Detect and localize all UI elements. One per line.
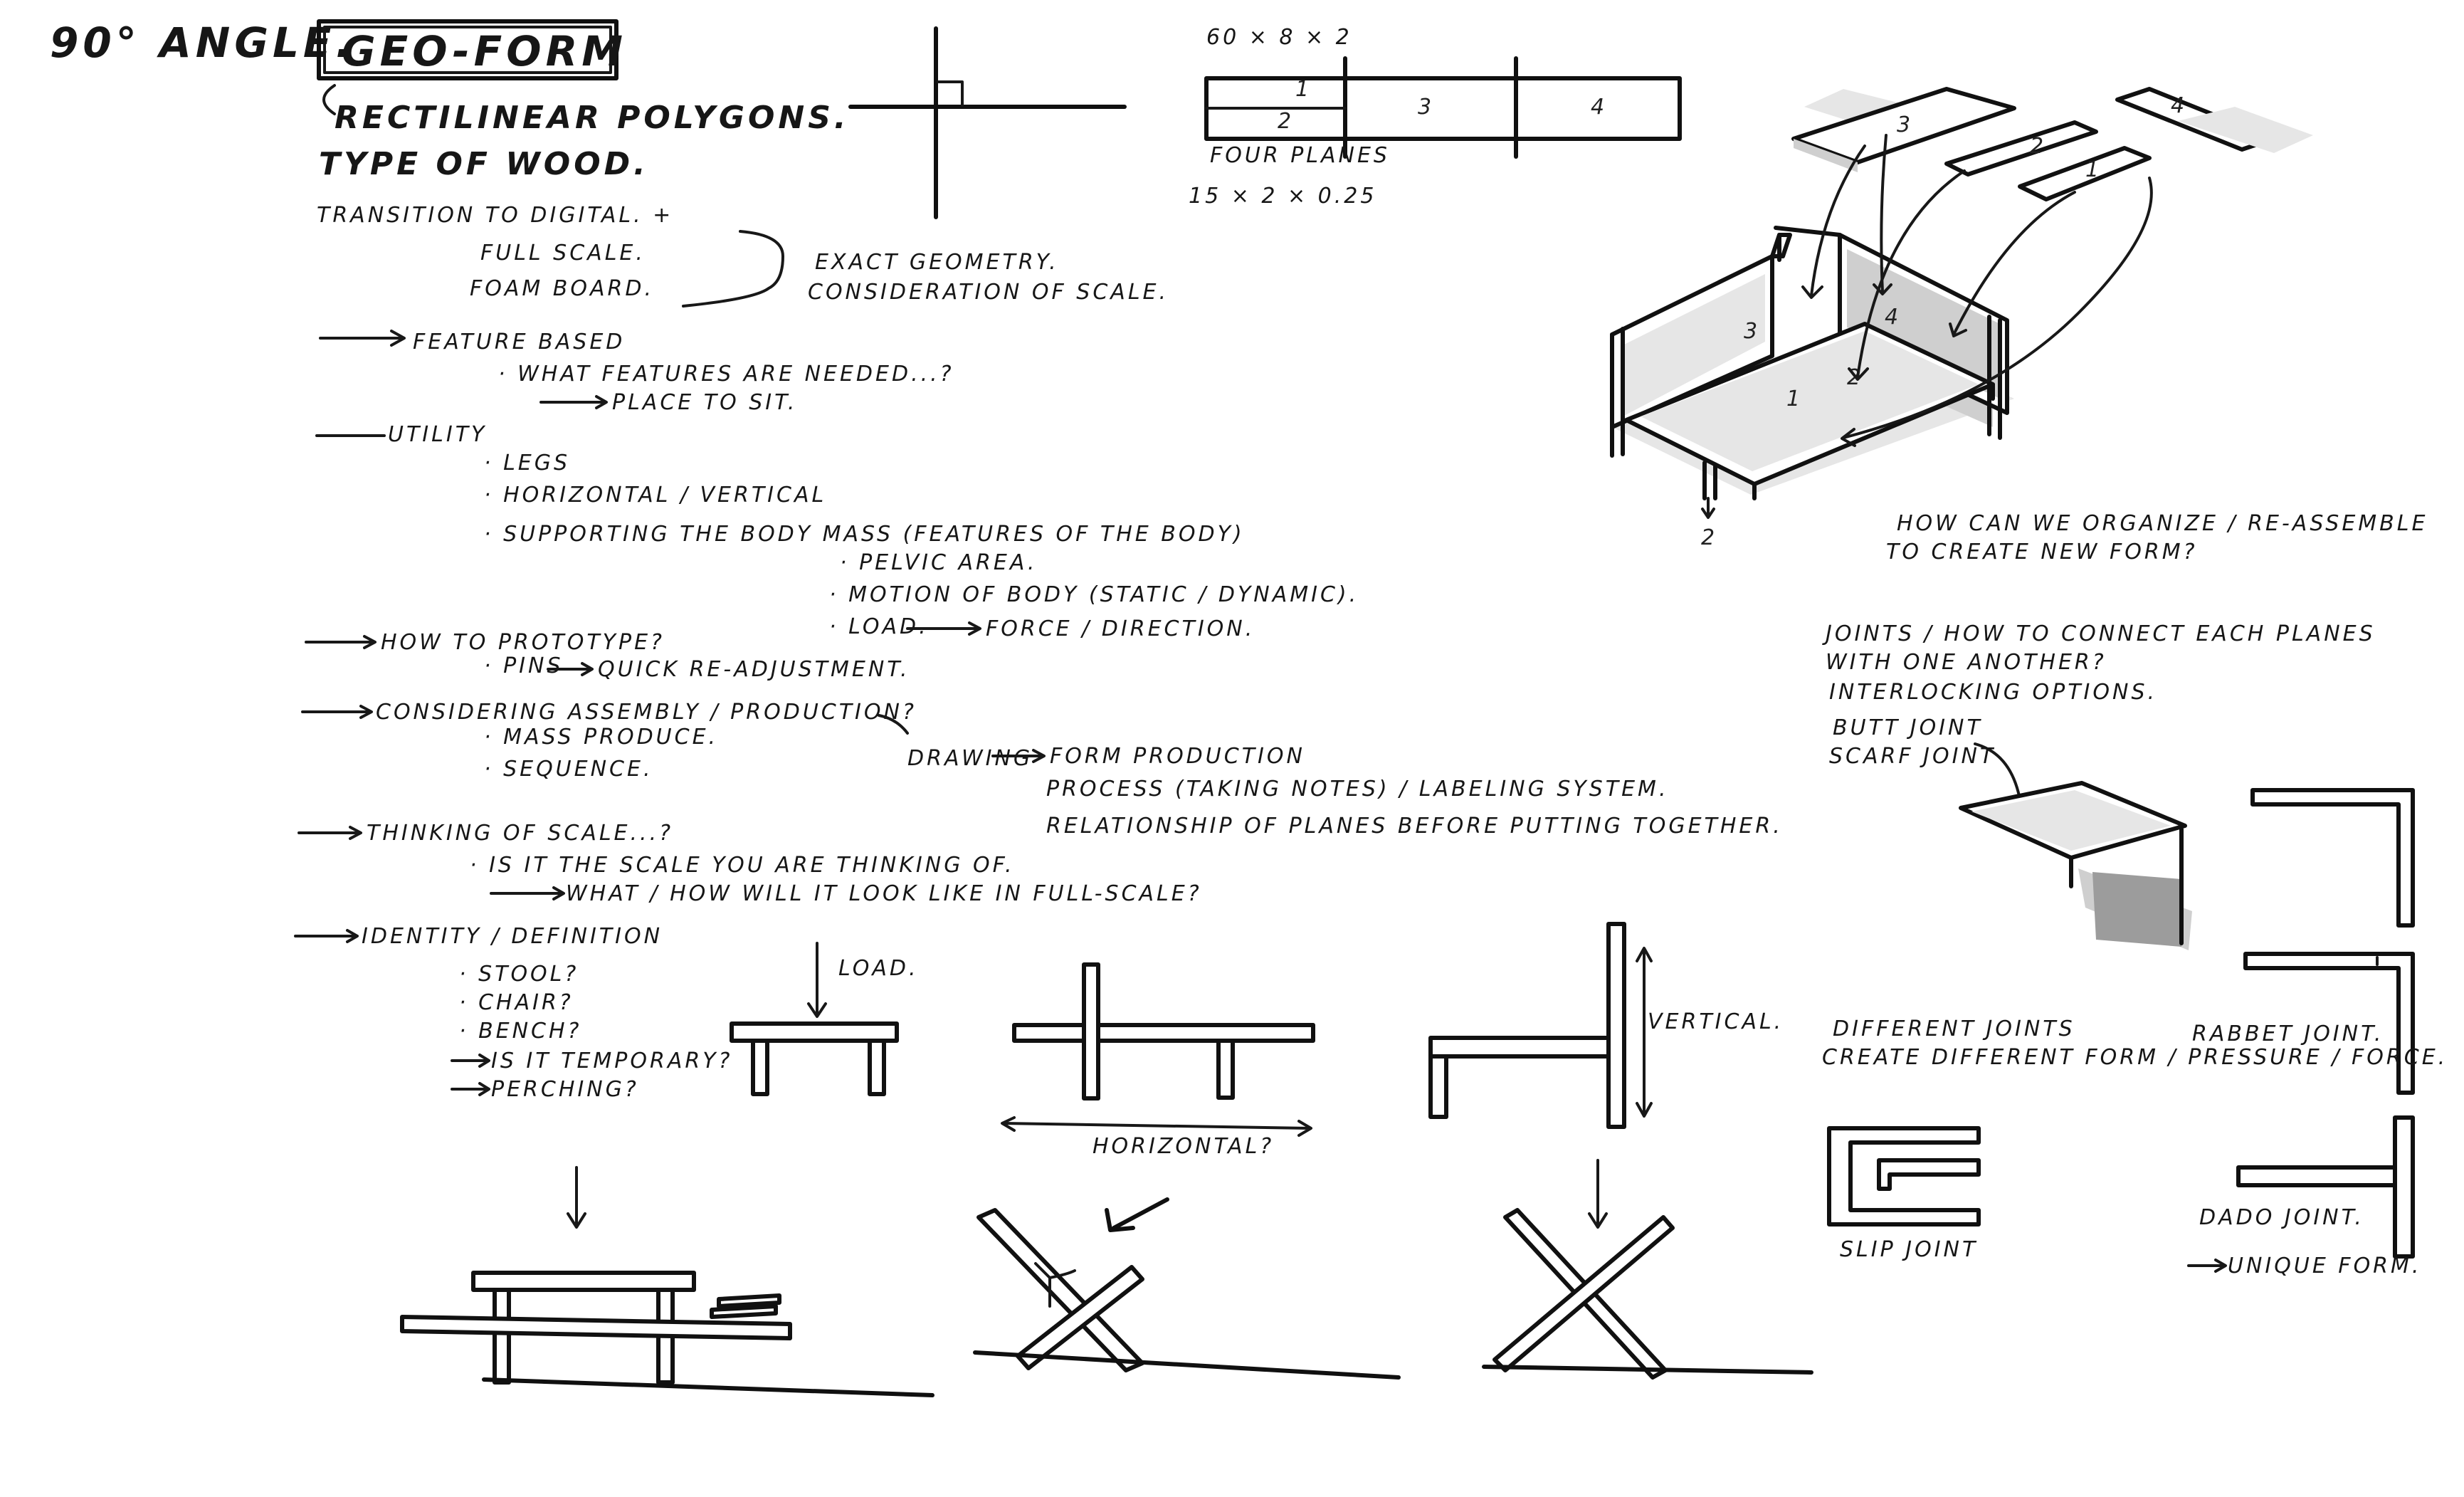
note-is-it-scale: · IS IT THE SCALE YOU ARE THINKING OF. bbox=[470, 853, 1015, 878]
note-stool: · STOOL? bbox=[459, 962, 579, 987]
subtitle: RECTILINEAR POLYGONS. bbox=[335, 100, 850, 136]
note-feature-based: FEATURE BASED bbox=[413, 330, 625, 354]
joints-unique: UNIQUE FORM. bbox=[2228, 1254, 2421, 1278]
curly-brace bbox=[683, 231, 783, 306]
note-mass-produce: · MASS PRODUCE. bbox=[484, 725, 718, 750]
iso-assembled-label-3: 3 bbox=[1744, 319, 1757, 344]
header: 90° ANGLE. GEO-FORM RECTILINEAR POLYGONS… bbox=[50, 19, 850, 182]
note-perching: PERCHING? bbox=[491, 1077, 639, 1102]
note-place-to-sit: PLACE TO SIT. bbox=[612, 390, 797, 415]
note-exact-geometry: EXACT GEOMETRY. bbox=[815, 250, 1059, 275]
plank-four-planes: FOUR PLANES bbox=[1210, 143, 1390, 168]
plank-dims-bottom: 15 × 2 × 0.25 bbox=[1189, 184, 1376, 209]
note-consideration: CONSIDERATION OF SCALE. bbox=[808, 280, 1169, 305]
note-relationship: RELATIONSHIP OF PLANES BEFORE PUTTING TO… bbox=[1046, 814, 1783, 839]
note-process: PROCESS (TAKING NOTES) / LABELING SYSTEM… bbox=[1046, 777, 1668, 802]
note-foam-board: FOAM BOARD. bbox=[470, 276, 654, 301]
iso-question-1: HOW CAN WE ORGANIZE / RE-ASSEMBLE bbox=[1897, 511, 2428, 536]
note-supporting: · SUPPORTING THE BODY MASS (FEATURES OF … bbox=[484, 522, 1245, 547]
iso-leg-label: 2 bbox=[1701, 525, 1715, 550]
plank-label-3: 3 bbox=[1418, 95, 1431, 120]
note-transition: TRANSITION TO DIGITAL. + bbox=[317, 203, 673, 228]
iso-plane-label-3: 3 bbox=[1897, 112, 1910, 137]
isometric-bench: 3 2 1 4 3 4 1 2 2 bbox=[1612, 89, 2428, 564]
elev-vertical: VERTICAL. bbox=[1648, 1009, 1784, 1034]
elev-load: LOAD. bbox=[838, 956, 919, 981]
joints-rabbet: RABBET JOINT. bbox=[2192, 1021, 2384, 1046]
plank-diagram: 60 × 8 × 2 1 2 3 4 FOUR PLANES 15 × 2 × … bbox=[1189, 25, 1680, 209]
note-what-features: · WHAT FEATURES ARE NEEDED...? bbox=[498, 362, 954, 387]
note-legs: · LEGS bbox=[484, 451, 570, 476]
right-angle-diagram bbox=[851, 28, 1125, 217]
note-horiz-vert: · HORIZONTAL / VERTICAL bbox=[484, 483, 826, 508]
iso-assembled-label-1: 1 bbox=[1786, 387, 1800, 411]
joints-different-2: CREATE DIFFERENT FORM / PRESSURE / FORCE… bbox=[1822, 1045, 2448, 1070]
note-motion: · MOTION OF BODY (STATIC / DYNAMIC). bbox=[829, 582, 1359, 607]
note-quick-adjust: QUICK RE-ADJUSTMENT. bbox=[598, 657, 910, 682]
joints-line-2: WITH ONE ANOTHER? bbox=[1826, 650, 2107, 675]
note-considering-assembly: CONSIDERING ASSEMBLY / PRODUCTION? bbox=[376, 700, 917, 725]
plank-label-2: 2 bbox=[1278, 109, 1291, 134]
bracket-mark bbox=[324, 85, 335, 114]
joints-line-1: JOINTS / HOW TO CONNECT EACH PLANES bbox=[1822, 621, 2376, 646]
note-temporary: IS IT TEMPORARY? bbox=[491, 1049, 732, 1073]
plank-label-4: 4 bbox=[1591, 95, 1604, 120]
elevation-sketches: LOAD. HORIZONTAL? VERTICAL. bbox=[402, 924, 1811, 1395]
note-what-how: WHAT / HOW WILL IT LOOK LIKE IN FULL-SCA… bbox=[566, 881, 1202, 906]
joints-dado: DADO JOINT. bbox=[2199, 1205, 2364, 1230]
note-how-prototype: HOW TO PROTOTYPE? bbox=[381, 630, 665, 655]
joints-interlocking: INTERLOCKING OPTIONS. bbox=[1829, 680, 2157, 705]
joints-section: JOINTS / HOW TO CONNECT EACH PLANES WITH… bbox=[1822, 621, 2448, 1278]
note-pelvic: · PELVIC AREA. bbox=[840, 550, 1037, 575]
iso-question-2: TO CREATE NEW FORM? bbox=[1886, 540, 2198, 564]
iso-plane-label-1: 1 bbox=[2085, 157, 2099, 182]
note-bench: · BENCH? bbox=[459, 1019, 581, 1044]
joints-slip: SLIP JOINT bbox=[1840, 1237, 1978, 1262]
plank-dims-top: 60 × 8 × 2 bbox=[1206, 25, 1352, 50]
note-pins: · PINS bbox=[484, 653, 564, 678]
geo-form-title: GEO-FORM bbox=[342, 27, 627, 75]
note-force: FORCE / DIRECTION. bbox=[986, 616, 1255, 641]
joints-different-1: DIFFERENT JOINTS bbox=[1833, 1017, 2075, 1041]
plank-label-1: 1 bbox=[1295, 77, 1309, 102]
joints-butt: BUTT JOINT bbox=[1833, 715, 1983, 740]
note-utility: UTILITY bbox=[388, 422, 487, 447]
angle-title: 90° ANGLE. bbox=[50, 19, 356, 67]
elev-horizontal: HORIZONTAL? bbox=[1093, 1134, 1274, 1159]
iso-plane-label-4: 4 bbox=[2171, 93, 2184, 118]
note-identity: IDENTITY / DEFINITION bbox=[362, 924, 663, 949]
note-chair: · CHAIR? bbox=[459, 990, 574, 1015]
note-drawing: DRAWING bbox=[907, 746, 1033, 771]
wood-type: TYPE OF WOOD. bbox=[319, 146, 649, 182]
note-thinking-scale: THINKING OF SCALE...? bbox=[367, 821, 673, 846]
note-full-scale: FULL SCALE. bbox=[480, 241, 646, 266]
note-sequence: · SEQUENCE. bbox=[484, 757, 653, 782]
note-form-production: FORM PRODUCTION bbox=[1050, 744, 1305, 769]
iso-plane-label-2: 2 bbox=[2030, 134, 2043, 159]
notes-column: TRANSITION TO DIGITAL. + FULL SCALE. FOA… bbox=[295, 203, 1783, 1102]
note-load: · LOAD. bbox=[829, 614, 929, 639]
iso-assembled-label-4: 4 bbox=[1885, 305, 1898, 330]
joints-scarf: SCARF JOINT bbox=[1829, 744, 1996, 769]
